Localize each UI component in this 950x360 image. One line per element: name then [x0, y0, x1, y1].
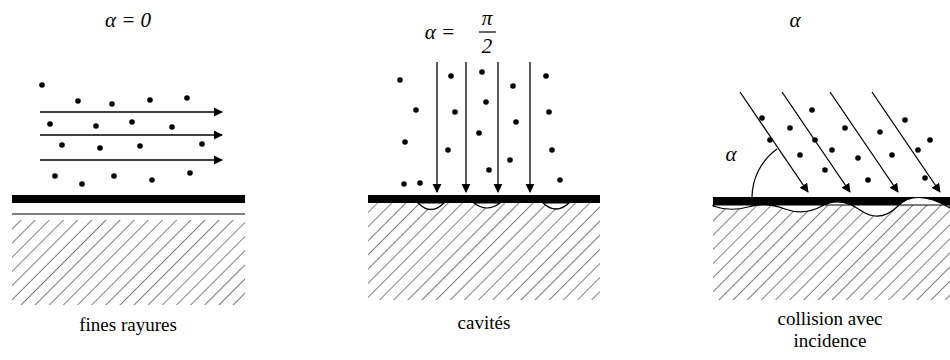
oblique-flow: [713, 92, 950, 300]
angle-value: α = 0: [105, 8, 151, 32]
tangential-flow: [12, 82, 245, 305]
fraction-denominator: 2: [482, 34, 493, 58]
caption-label: cavités: [458, 312, 511, 334]
angle-value: α =: [425, 20, 455, 44]
fraction-numerator: π: [482, 6, 493, 30]
caption-label: collision avec incidence: [760, 308, 900, 352]
angle-symbol: α: [789, 8, 800, 32]
caption-label: fines rayures: [79, 314, 177, 336]
normal-flow: [368, 32, 600, 300]
angle-symbol: α: [725, 142, 736, 166]
